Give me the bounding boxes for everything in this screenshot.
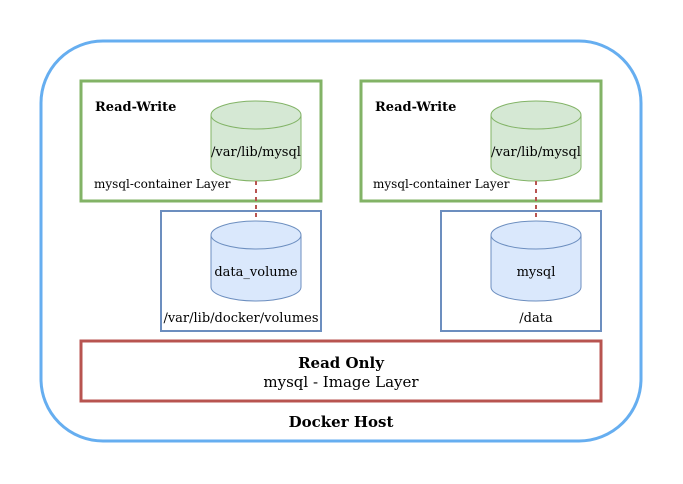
rw-label-2: Read-Write [375, 100, 456, 115]
rw-cylinder-label-2: /var/lib/mysql [491, 145, 581, 160]
image-layer-box [79, 339, 603, 403]
layer-label-1: mysql-container Layer [94, 177, 231, 191]
rw-label-1: Read-Write [95, 100, 176, 115]
container-group-2: Read-Write mysql-container Layer /var/li… [359, 79, 603, 332]
volume-cylinder-2 [490, 220, 582, 302]
rw-cylinder-2 [490, 100, 582, 182]
layer-label-2: mysql-container Layer [373, 177, 510, 191]
image-layer-title: Read Only [298, 354, 385, 372]
volume-path-2: /data [519, 311, 553, 326]
docker-host-label: Docker Host [289, 413, 394, 431]
volume-label-1: data_volume [214, 265, 298, 280]
container-group-1: Read-Write mysql-container Layer /var/li… [79, 79, 323, 332]
volume-label-2: mysql [517, 265, 556, 280]
volume-path-1: /var/lib/docker/volumes [163, 311, 318, 326]
volume-cylinder-1 [210, 220, 302, 302]
rw-cylinder-label-1: /var/lib/mysql [211, 145, 301, 160]
rw-cylinder-1 [210, 100, 302, 182]
image-layer-subtitle: mysql - Image Layer [263, 373, 419, 391]
